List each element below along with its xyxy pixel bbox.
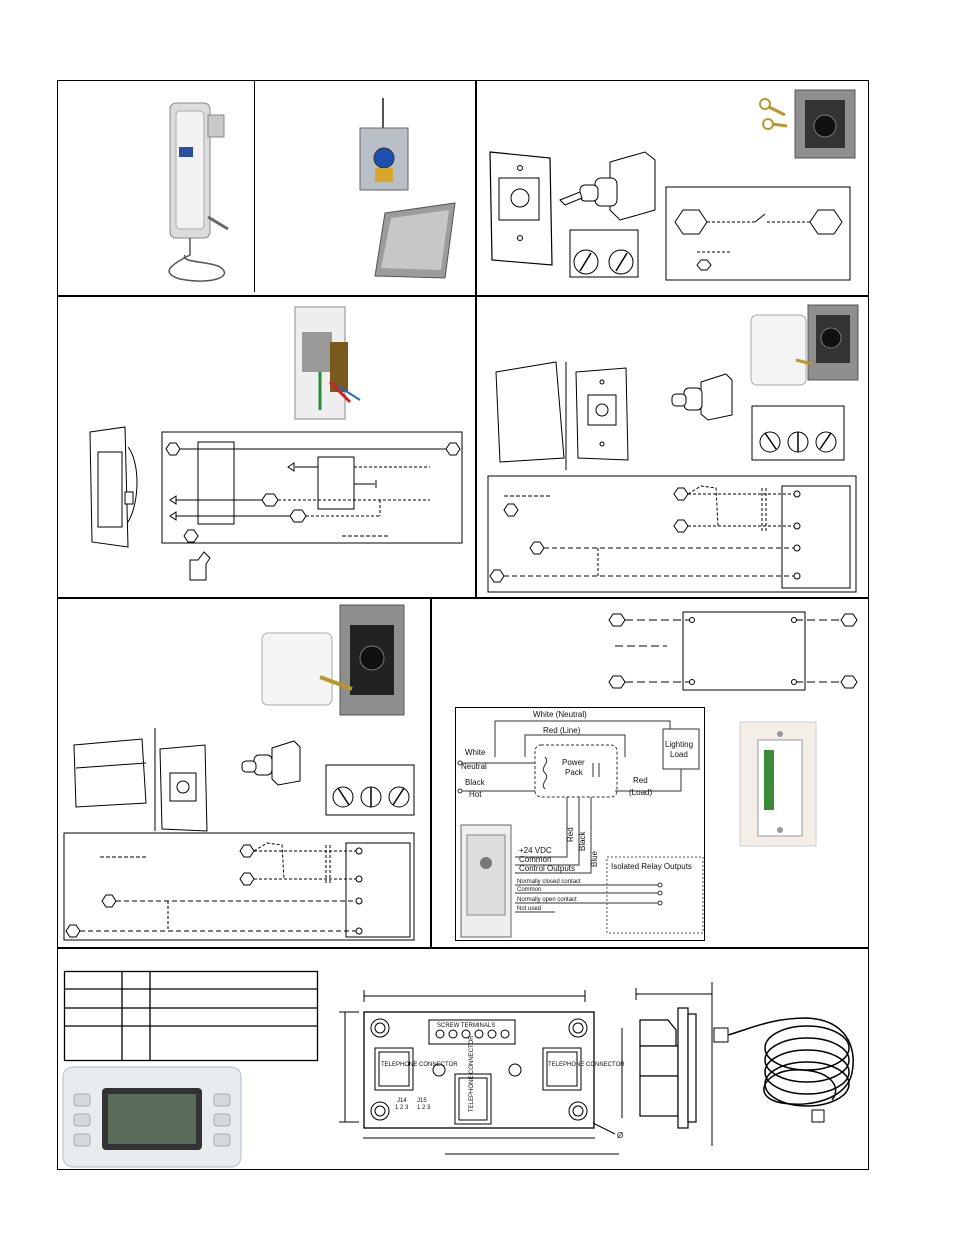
label-pack: Pack [565,768,584,777]
pcb-j14: J14 [397,1098,407,1104]
label-common2: Common [517,887,541,893]
label-wire-black: Black [578,830,587,851]
key-switch-box-photo [359,98,456,279]
display-controller-photo [62,1066,242,1168]
key-switch-diagram-1 [489,89,856,281]
pcb-side-view [621,982,713,1146]
duct-sensor-photo [168,102,229,282]
page-frame [57,80,869,1170]
col-divider-row3 [430,597,432,948]
col-divider-row1 [475,80,477,296]
pcb-diameter-symbol: Ø [617,1131,623,1140]
phone-cable-photo [713,1017,854,1123]
pcb-j15: J15 [417,1098,427,1104]
spec-table [63,970,319,1062]
key-photo [759,89,856,159]
sensor-key-photo-2 [261,604,405,716]
sensor-key-switch-diagram-2 [63,604,415,941]
pcb-tel-left: TELEPHONE CONNECTOR [381,1062,458,1068]
label-hot: Hot [469,790,482,799]
relay-module-photo [739,721,817,847]
label-black: Black [465,778,486,787]
key-switch-drawing [559,151,656,221]
label-wire-red: Red [566,827,575,842]
pcb-tel-mid: TELEPHONE CONNECTOR [469,1035,475,1112]
row-divider-1 [57,295,869,297]
label-no: Normally open contact [517,897,577,903]
col-divider-row2 [475,295,477,598]
label-neutral: Neutral [461,762,487,771]
label-red-line: Red (Line) [543,726,581,735]
relay-switch-photo [294,306,361,420]
label-load: Load [670,750,688,759]
pcb-terminal-label: SCREW TERMINALS [437,1023,495,1029]
label-white-neutral: White (Neutral) [533,710,587,719]
label-common: Common [519,855,551,864]
label-power: Power [562,758,585,767]
label-nc: Normally closed contact [517,879,581,885]
label-load-paren: (Load) [629,788,652,797]
sensor-key-switch-diagram-1 [487,304,859,593]
relay-block-diagram [608,611,858,691]
power-pack-wiring-diagram: White (Neutral) Red (Line) White Neutral… [455,707,705,941]
label-white: White [465,748,486,757]
sensor-key-photo [750,304,859,386]
label-not-used: Not used [517,906,541,912]
pcb-j15-pins: 1 2 3 [417,1105,431,1111]
col-divider-row1-inner [254,80,255,292]
pcb-j14-pins: 1 2 3 [395,1105,409,1111]
switch-relay-diagram [89,306,463,581]
row-divider-2 [57,597,869,599]
label-wire-blue: Blue [590,850,599,867]
row-divider-3 [57,947,869,949]
label-isolated-relay: Isolated Relay Outputs [611,862,692,871]
label-lighting: Lighting [665,740,693,749]
label-red: Red [633,776,648,785]
pcb-dimension-drawing: SCREW TERMINALS TELEPHONE CONNECTOR TELE… [339,990,625,1155]
label-24vdc: +24 VDC [519,846,552,855]
label-control-outputs: Control Outputs [519,864,575,873]
pcb-tel-right: TELEPHONE CONNECTOR [548,1062,625,1068]
